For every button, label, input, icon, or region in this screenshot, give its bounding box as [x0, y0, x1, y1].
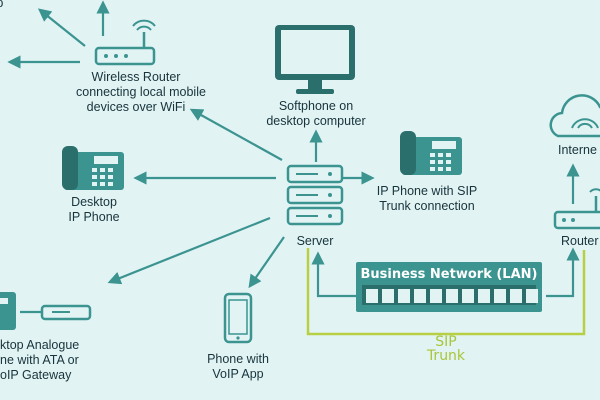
arrow-router-to-laptop — [37, 8, 86, 47]
sip-trunk-line — [306, 248, 586, 336]
arrow-server-to-analogue-phone — [107, 216, 271, 285]
sip-label: SIP — [435, 334, 456, 350]
smartphone-icon — [223, 292, 253, 344]
lan-port — [366, 289, 378, 303]
analogue-phone-icon — [0, 292, 16, 330]
lan-port — [462, 289, 474, 303]
monitor-icon — [275, 25, 355, 94]
lan-port — [526, 289, 538, 303]
wireless-router-label: Wireless Router connecting local mobile … — [76, 70, 206, 114]
analogue-phone-label: ktop Analogue ne with ATA or oIP Gateway — [0, 338, 80, 382]
lan-port — [446, 289, 458, 303]
arrow-server-to-wireless-router — [189, 108, 283, 161]
desktop-ip-phone-label: Desktop IP Phone — [68, 195, 120, 224]
ip-phone-sip-label: IP Phone with SIP Trunk connection — [376, 184, 478, 213]
router-label: Router — [561, 234, 599, 248]
lan-port — [382, 289, 394, 303]
arrow-lan-to-server — [311, 251, 356, 298]
top-left-label: top — [0, 0, 3, 11]
lan-port — [430, 289, 442, 303]
server-label: Server — [296, 234, 334, 248]
connection-arrows — [7, 0, 580, 314]
softphone-label: Softphone on desktop computer — [266, 99, 366, 128]
lan-port — [494, 289, 506, 303]
lan-port — [478, 289, 490, 303]
ata-adapter-icon — [40, 304, 92, 321]
lan-title: Business Network (LAN) — [361, 267, 538, 282]
wifi-router-icon — [94, 19, 156, 66]
router-icon — [553, 188, 600, 230]
arrow-lan-to-router — [546, 247, 580, 298]
sip-desk-phone-icon — [400, 131, 462, 175]
arrow-server-to-voip-app — [248, 236, 285, 289]
voip-app-label: Phone with VoIP App — [207, 352, 269, 381]
internet-label: Interne — [558, 143, 597, 157]
lan-ports — [366, 289, 538, 303]
trunk-label: Trunk — [426, 348, 466, 364]
lan-switch: Business Network (LAN) — [356, 262, 542, 312]
lan-port — [414, 289, 426, 303]
lan-port — [398, 289, 410, 303]
desk-phone-icon — [62, 146, 124, 190]
server-icon — [286, 164, 344, 226]
lan-port — [510, 289, 522, 303]
cloud-icon — [549, 94, 600, 138]
